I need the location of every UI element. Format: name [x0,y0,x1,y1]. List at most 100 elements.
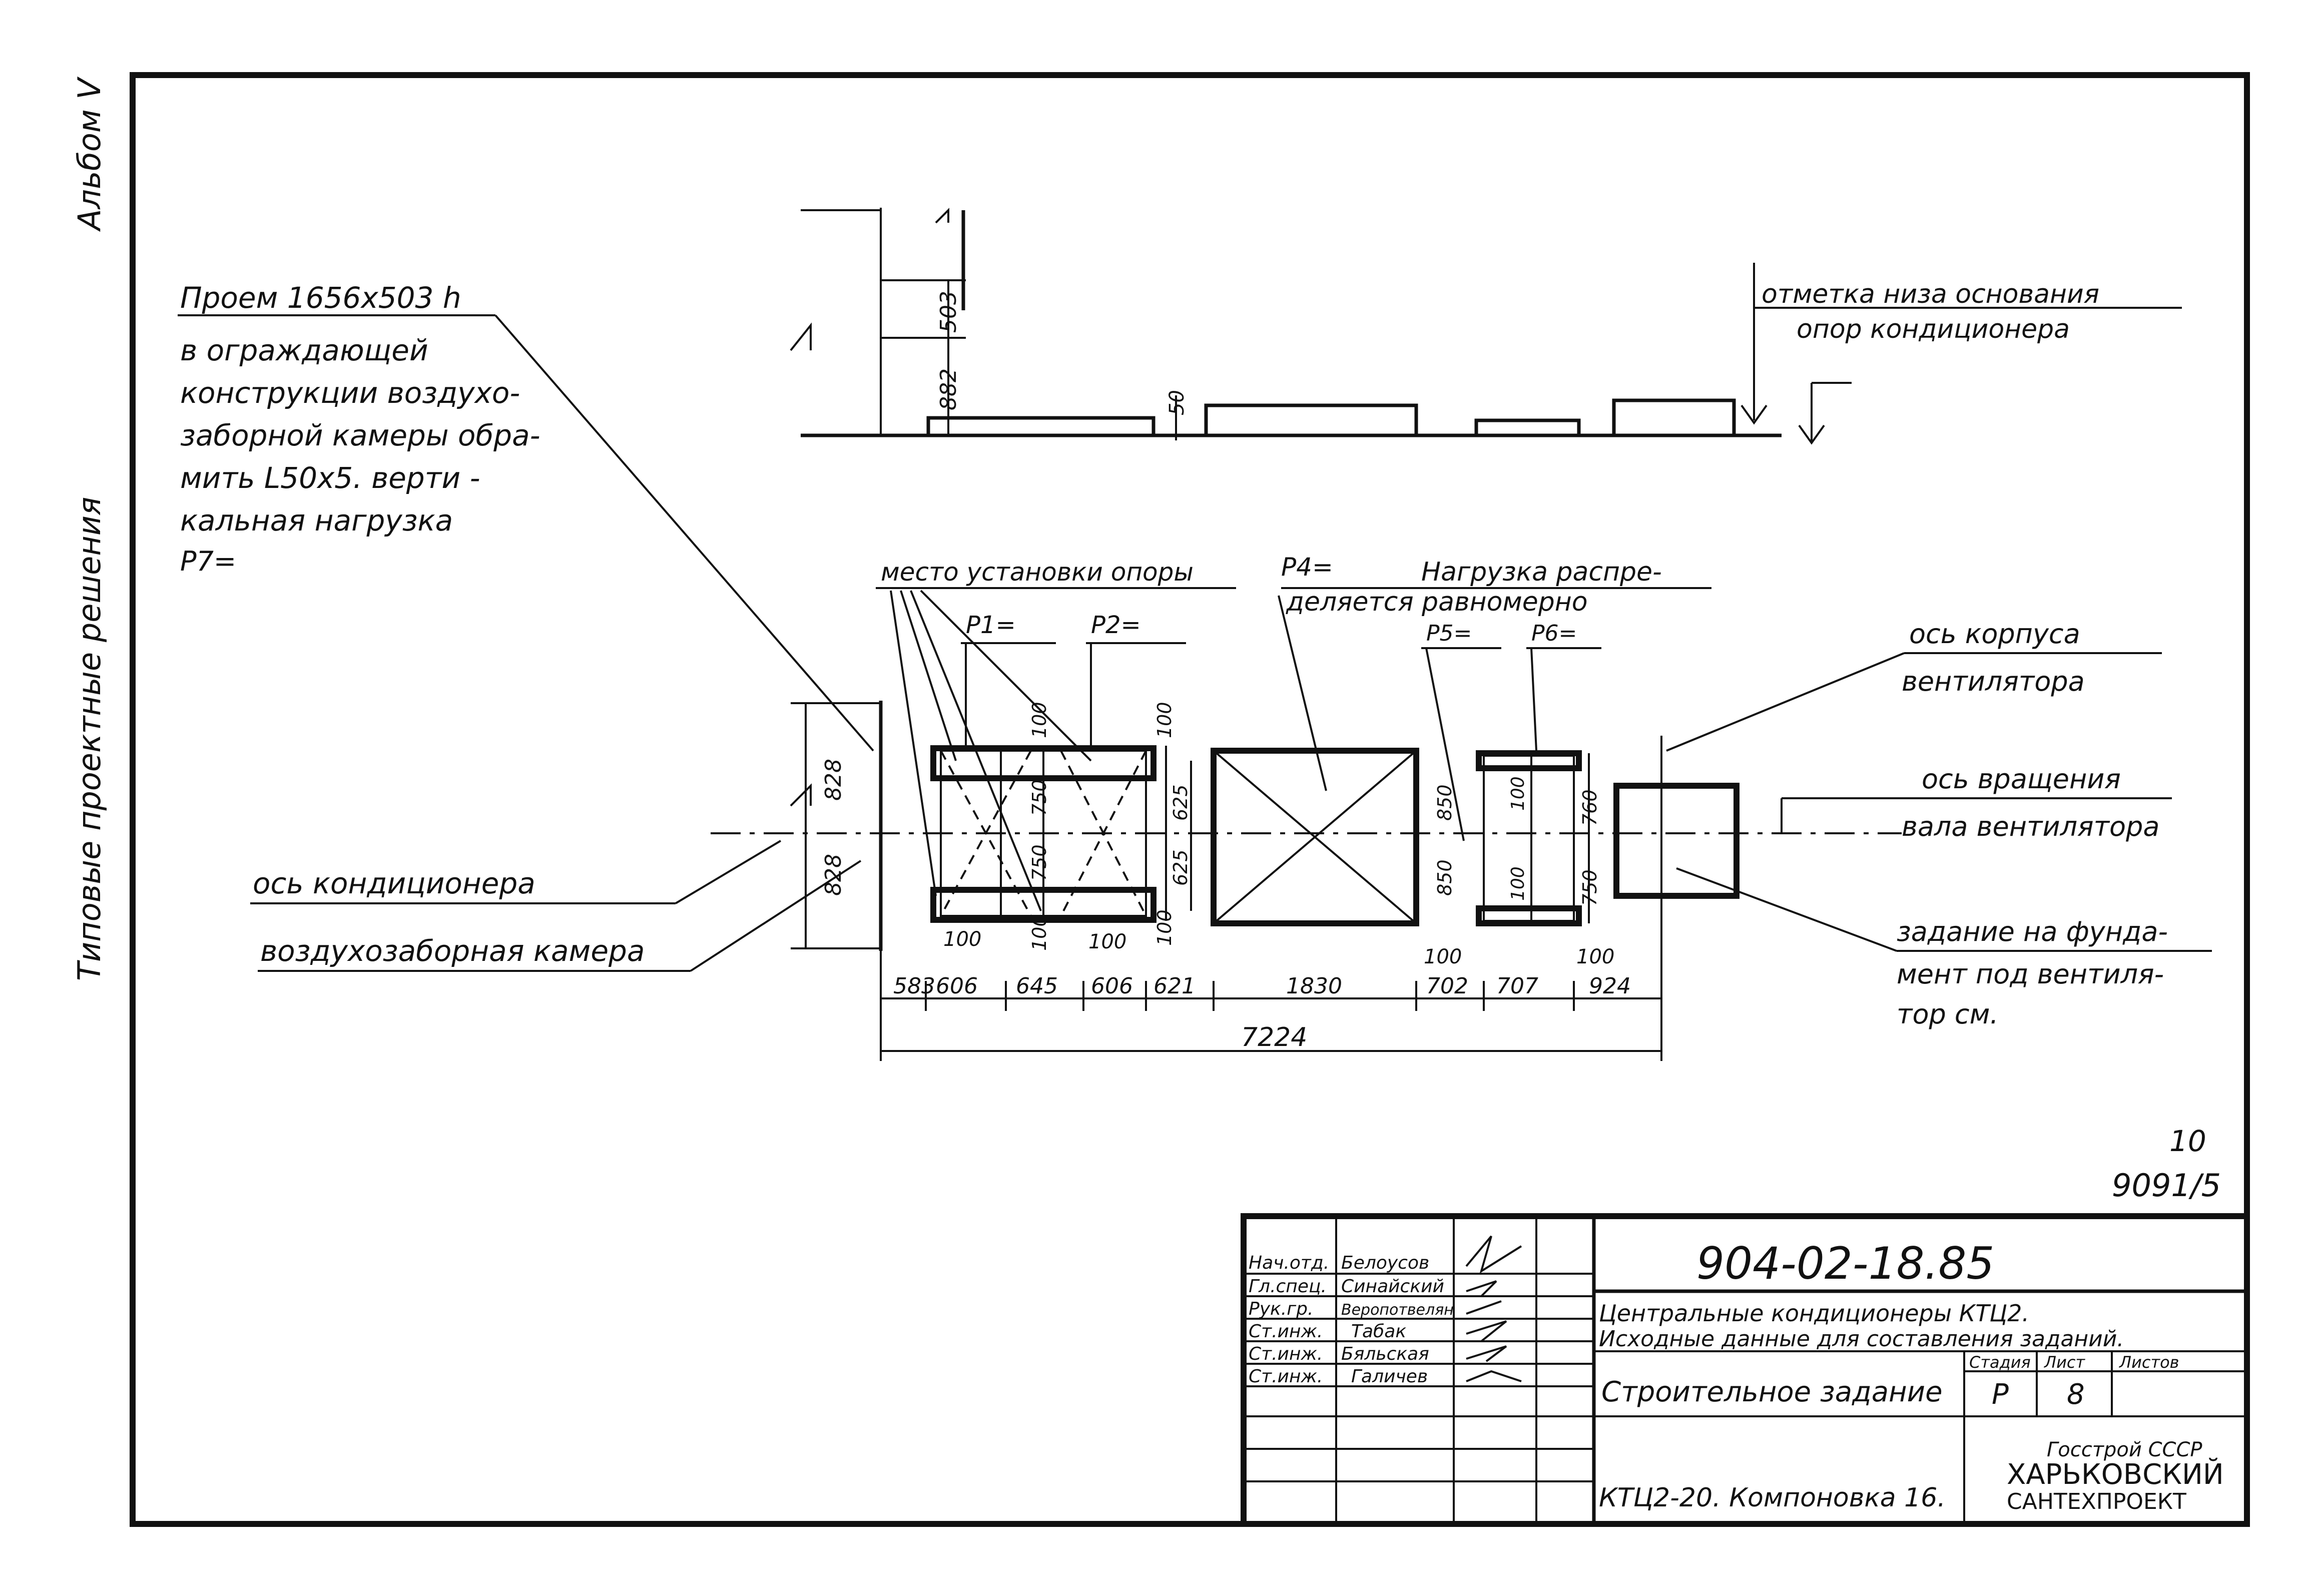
p2-label: P2= [1091,611,1141,639]
dim-50: 50 [1166,390,1189,415]
rot-axis-label-1: ось вращения [1922,763,2121,795]
d850-b: 850 [1434,859,1456,896]
project-title-1: Центральные кондиционеры КТЦ2. [1599,1300,2029,1327]
dim-702: 702 [1426,973,1468,999]
name-2: Синайский [1341,1276,1444,1297]
d625-b: 625 [1170,849,1192,886]
base-mark-line1: отметка низа основания [1762,279,2099,309]
opening-note: Проем 1656х503 h в ограждающей конструкц… [178,281,874,752]
opening-line-6: P7= [180,546,236,577]
opening-line-4: мить L50х5. верти - [180,461,480,495]
opening-line-1: в ограждающей [180,333,428,367]
support-3 [1474,418,1581,437]
rot-axis-label-2: вала вентилятора [1902,811,2159,842]
p5-label: P5= [1426,621,1472,646]
d100-c: 100 [943,928,981,951]
d100-g: 100 [1508,776,1528,811]
d100-h: 100 [1508,866,1528,901]
dim-606-a: 606 [936,973,978,999]
role-4: Ст.инж. [1249,1321,1323,1342]
dim-882: 882 [936,368,961,410]
d100-i: 100 [1424,945,1462,968]
name-1: Белоусов [1341,1253,1429,1273]
intake-label: воздухозаборная камера [260,934,645,968]
dim-645: 645 [1016,973,1058,999]
p1-label: P1= [966,611,1016,639]
foundation-line-1: задание на фунда- [1897,916,2168,947]
inventory-number: 9091/5 [2112,1167,2221,1204]
sheet-title: Строительное задание [1601,1376,1943,1408]
dim-707: 707 [1496,973,1538,999]
role-2: Гл.спец. [1249,1276,1327,1297]
name-3: Веропотвелян [1341,1301,1454,1319]
dim-1830: 1830 [1286,973,1342,999]
opening-title: Проем 1656х503 h [180,281,461,315]
role-6: Ст.инж. [1249,1366,1323,1387]
dim-621: 621 [1154,973,1196,999]
plan-view: 828 828 100 750 750 100 625 625 100 100 … [250,553,2212,1061]
support-2 [1204,403,1418,437]
dim-828-bottom: 828 [821,854,846,896]
p4-label: P4= [1281,553,1333,582]
role-1: Нач.отд. [1249,1253,1329,1273]
org-line-3: САНТЕХПРОЕКТ [2007,1489,2186,1514]
d850-a: 850 [1434,784,1456,821]
sheet-frame [130,72,2250,1527]
sheets-header: Листов [2119,1353,2179,1372]
opening-line-2: конструкции воздухо- [180,376,520,410]
drawing-code: 904-02-18.85 [1696,1238,1994,1289]
foundation-line-3: тор см. [1897,998,1999,1030]
name-6: Галичев [1351,1366,1428,1387]
elevation-view: 503 882 50 отметка низа основания опор к… [790,208,2182,445]
d625-a: 625 [1170,784,1192,821]
dim-828-top: 828 [821,759,846,801]
bottom-ticks [925,981,1575,1011]
load-block [1211,748,1419,926]
load-line1: Нагрузка распре- [1421,557,1662,587]
role-5: Ст.инж. [1249,1344,1323,1364]
name-4: Табак [1351,1321,1406,1342]
project-title-2: Исходные данные для составления заданий. [1599,1326,2124,1352]
p6-label: P6= [1531,621,1577,646]
title-block: 904-02-18.85 Нач.отд. Гл.спец. Рук.гр. С… [1241,1213,2250,1527]
support-places-label: место установки опоры [881,558,1194,587]
fan-axis-label-1: ось корпуса [1909,618,2080,650]
d100-j: 100 [1576,945,1614,968]
dim-503: 503 [936,291,961,333]
d100-d: 100 [1028,914,1050,951]
d100-f: 100 [1154,909,1176,946]
sheet-header: Лист [2044,1353,2085,1372]
base-mark-line2: опор кондиционера [1797,314,2070,344]
dim-583: 583 [893,973,935,999]
support-1 [926,416,1156,437]
d750-b: 750 [1028,844,1050,881]
dim-total-7224: 7224 [1241,1022,1307,1052]
org-line-2: ХАРЬКОВСКИЙ [2007,1458,2224,1491]
d750-c: 750 [1579,869,1601,906]
support-4 [1612,398,1736,437]
foundation-line-2: мент под вентиля- [1897,958,2164,990]
d750-a: 750 [1028,779,1050,816]
opening-line-3: заборной камеры обра- [180,418,540,452]
stage-value: Р [1992,1378,2009,1411]
d100-e: 100 [1088,930,1126,953]
sheet-value: 8 [2067,1378,2085,1411]
fan-axis-label-2: вентилятора [1902,666,2085,697]
layout-label: КТЦ2-20. Компоновка 16. [1599,1483,1946,1513]
series-label: Типовые проектные решения [71,497,108,981]
conditioner-axis-label: ось кондиционера [253,866,535,900]
role-3: Рук.гр. [1249,1299,1313,1319]
dim-924: 924 [1589,973,1631,999]
dim-606-b: 606 [1091,973,1133,999]
album-label: Альбом V [71,76,108,232]
opening-line-5: кальная нагрузка [180,503,453,538]
signature-marks [1465,1235,1522,1382]
page-number: 10 [2169,1124,2206,1158]
fan-block [1613,783,1740,899]
d100-a: 100 [1028,702,1050,738]
stage-header: Стадия [1969,1353,2031,1372]
name-5: Бяльская [1341,1344,1429,1364]
org-line-1: Госстрой СССР [2047,1438,2202,1461]
d760: 760 [1579,789,1601,826]
